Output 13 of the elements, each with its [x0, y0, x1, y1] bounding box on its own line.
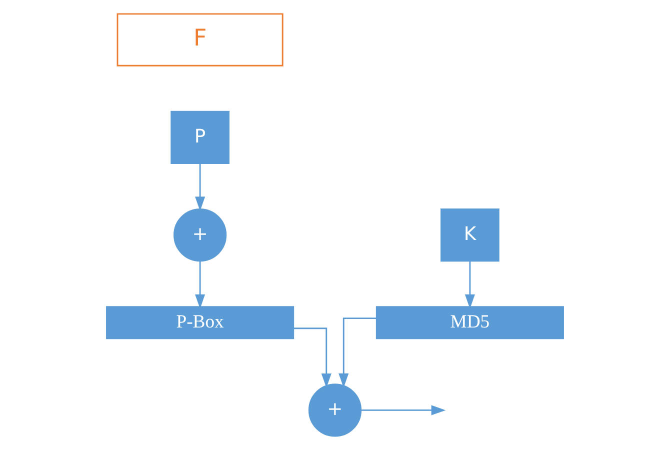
- arrow: [360, 405, 446, 416]
- arrow: [194, 261, 205, 309]
- node-circle: +: [308, 384, 362, 437]
- arrow: [464, 261, 474, 309]
- node-box: MD5: [375, 306, 564, 340]
- node-box: F: [116, 13, 283, 66]
- arrow: [338, 318, 376, 388]
- node-circle: +: [173, 208, 226, 262]
- node-box: P: [170, 110, 229, 164]
- arrow: [194, 164, 205, 211]
- arrow: [293, 328, 331, 388]
- node-box: P-Box: [106, 306, 294, 340]
- node-box: K: [440, 208, 499, 262]
